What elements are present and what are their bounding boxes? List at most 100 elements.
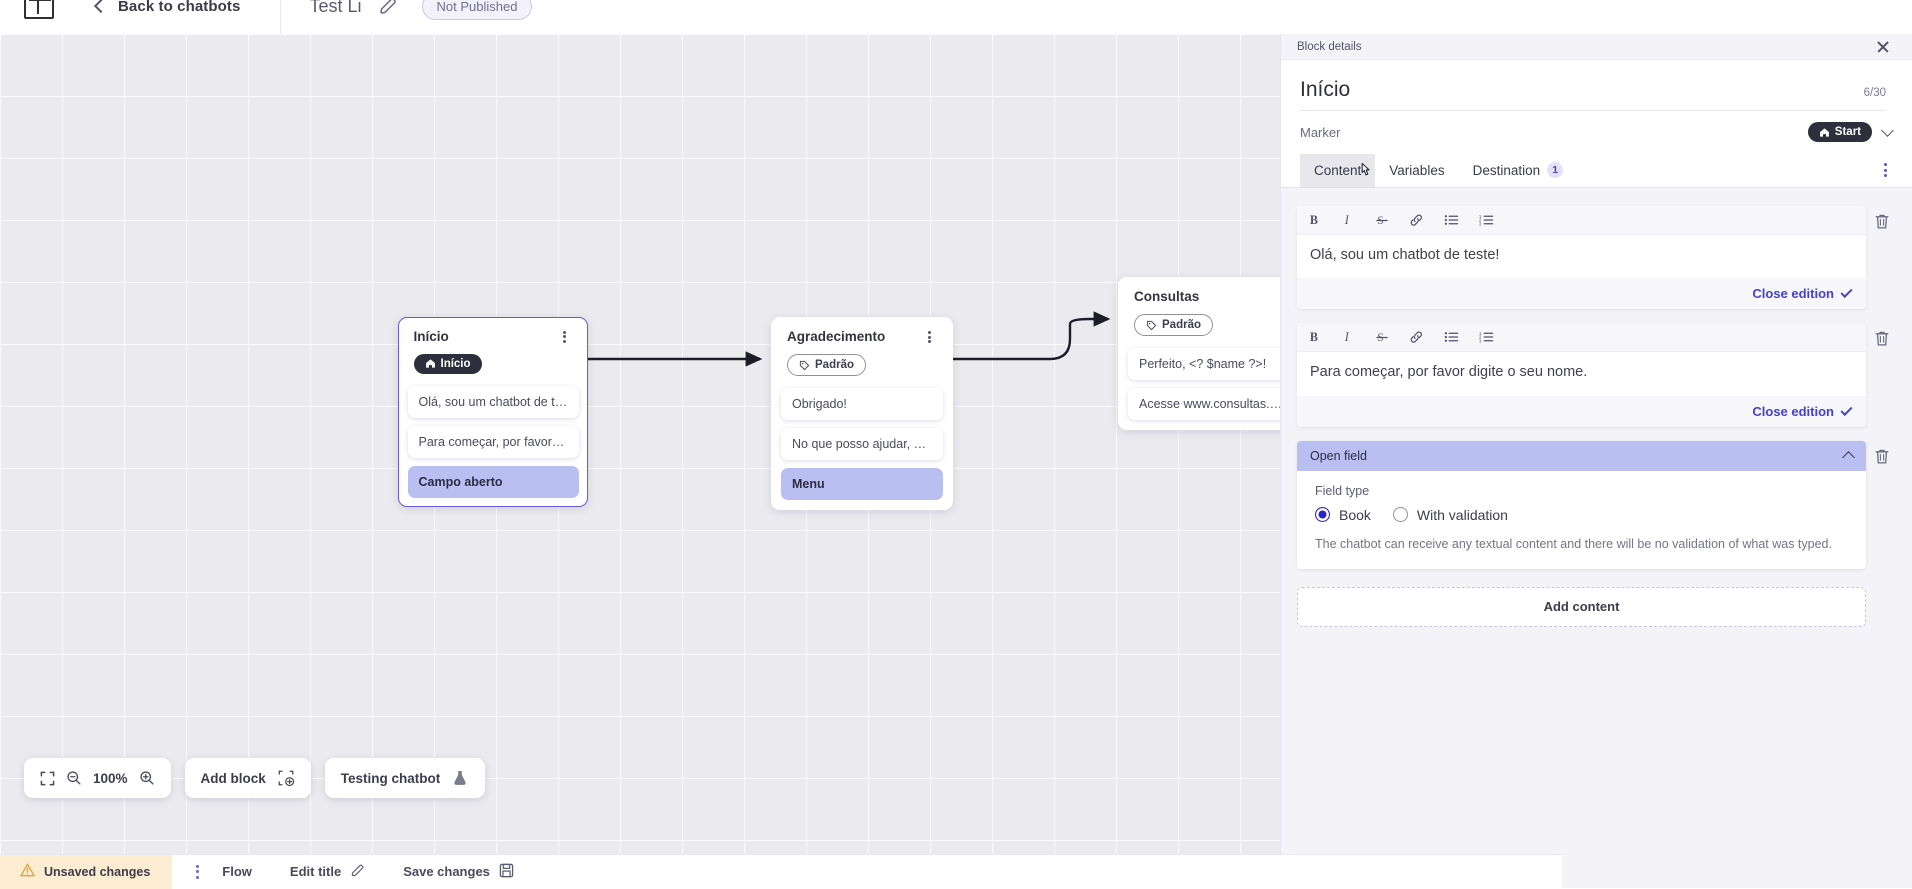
close-edition-button[interactable]: Close edition — [1752, 286, 1834, 301]
zoom-out-icon[interactable] — [66, 770, 82, 786]
editor-text-value[interactable]: Olá, sou um chatbot de teste! — [1297, 235, 1866, 278]
fit-screen-icon[interactable] — [40, 771, 55, 786]
chatbot-title: Test Li — [309, 0, 361, 17]
radio-option-book[interactable]: Book — [1315, 507, 1371, 523]
svg-text:3: 3 — [1479, 339, 1482, 344]
radio-with-validation-label: With validation — [1417, 507, 1508, 523]
node-message[interactable]: Para começar, por favor digite o ... — [408, 426, 579, 458]
edit-title-button[interactable]: Edit title — [290, 863, 365, 881]
block-char-count: 6/30 — [1864, 87, 1886, 99]
radio-book-input[interactable] — [1315, 507, 1330, 522]
edit-title-label: Edit title — [290, 864, 341, 879]
node-message[interactable]: Acesse www.consultas.com par... — [1128, 388, 1298, 420]
zoom-in-icon[interactable] — [139, 770, 155, 786]
strikethrough-icon[interactable]: S — [1375, 330, 1389, 344]
open-field-card: Open field Field type Book Wi — [1297, 441, 1866, 569]
tag-icon — [1146, 320, 1157, 331]
delete-content-button[interactable] — [1874, 323, 1896, 347]
node-message[interactable]: Olá, sou um chatbot de teste! — [408, 386, 579, 418]
canvas-toolbar: 100% Add block Testing chatbot — [24, 758, 485, 798]
tab-variables[interactable]: Variables — [1375, 154, 1458, 187]
link-icon[interactable] — [1409, 213, 1424, 227]
testing-chatbot-button[interactable]: Testing chatbot — [325, 758, 486, 798]
block-title-row: Início 6/30 — [1281, 60, 1912, 110]
tab-content[interactable]: Content — [1300, 154, 1375, 187]
add-content-button[interactable]: Add content — [1297, 587, 1866, 627]
publish-status-badge: Not Published — [422, 0, 533, 20]
check-icon — [1840, 286, 1852, 298]
back-chevron-icon[interactable] — [94, 0, 108, 13]
panel-overflow-menu-icon[interactable] — [1878, 163, 1892, 177]
node-kebab-menu-icon[interactable] — [557, 329, 573, 345]
check-icon — [1840, 404, 1852, 416]
save-changes-button[interactable]: Save changes — [403, 863, 514, 881]
radio-option-with-validation[interactable]: With validation — [1393, 507, 1508, 523]
add-block-label: Add block — [201, 771, 266, 786]
zoom-controls[interactable]: 100% — [24, 758, 171, 798]
strikethrough-icon[interactable]: S — [1375, 213, 1389, 227]
open-field-item: Open field Field type Book Wi — [1297, 441, 1896, 569]
radio-book-label: Book — [1339, 507, 1371, 523]
radio-with-validation-input[interactable] — [1393, 507, 1408, 522]
block-title: Início — [1300, 78, 1350, 102]
node-tag-label: Padrão — [1162, 319, 1201, 331]
status-kebab-menu-icon[interactable] — [190, 865, 204, 879]
node-message-selected[interactable]: Menu — [781, 468, 943, 500]
node-message[interactable]: Obrigado! — [781, 388, 943, 420]
node-tag-label: Padrão — [815, 359, 854, 371]
link-icon[interactable] — [1409, 330, 1424, 344]
node-header: Início — [408, 329, 579, 345]
add-block-icon — [277, 769, 295, 787]
bold-icon[interactable]: B — [1309, 213, 1322, 227]
zoom-level: 100% — [93, 771, 128, 786]
tab-destination[interactable]: Destination 1 — [1459, 153, 1578, 187]
node-message-selected[interactable]: Campo aberto — [408, 466, 579, 498]
italic-icon[interactable]: I — [1342, 213, 1355, 227]
add-block-button[interactable]: Add block — [185, 758, 311, 798]
top-bar: Back to chatbots Test Li Not Published — [0, 0, 1912, 34]
node-message[interactable]: Perfeito, <? $name ?>! — [1128, 348, 1298, 380]
delete-open-field-button[interactable] — [1874, 441, 1896, 465]
svg-text:S: S — [1377, 215, 1383, 227]
node-title: Agradecimento — [787, 329, 885, 344]
bulleted-list-icon[interactable] — [1444, 330, 1459, 344]
editor-text-value[interactable]: Para começar, por favor digite o seu nom… — [1297, 352, 1866, 395]
content-tabs: Content Variables Destination 1 — [1281, 153, 1912, 188]
flow-node-agradecimento[interactable]: Agradecimento Padrão Obrigado! No que po… — [771, 317, 953, 510]
open-field-body: Field type Book With validation The — [1297, 471, 1866, 569]
node-kebab-menu-icon[interactable] — [921, 329, 937, 345]
bulleted-list-icon[interactable] — [1444, 213, 1459, 227]
back-to-chatbots-link[interactable]: Back to chatbots — [118, 0, 240, 15]
svg-text:S: S — [1377, 332, 1383, 344]
block-details-label: Block details — [1297, 41, 1362, 53]
delete-content-button[interactable] — [1874, 206, 1896, 230]
flow-button[interactable]: Flow — [222, 864, 252, 879]
marker-label: Marker — [1300, 125, 1340, 140]
marker-value-chip[interactable]: Start — [1808, 122, 1872, 142]
svg-text:B: B — [1310, 213, 1318, 227]
flow-node-inicio[interactable]: Início Início Olá, sou um chatbot de tes… — [398, 317, 588, 507]
svg-text:I: I — [1344, 330, 1350, 344]
node-title: Início — [414, 329, 449, 344]
close-icon[interactable] — [1876, 40, 1890, 54]
save-changes-label: Save changes — [403, 864, 490, 879]
testing-chatbot-label: Testing chatbot — [341, 771, 441, 786]
node-message[interactable]: No que posso ajudar, <? $name ... — [781, 428, 943, 460]
italic-icon[interactable]: I — [1342, 330, 1355, 344]
app-logo-icon[interactable] — [24, 0, 54, 19]
chevron-down-icon[interactable] — [1881, 124, 1894, 137]
open-field-header[interactable]: Open field — [1297, 441, 1866, 471]
chevron-up-icon[interactable] — [1842, 451, 1855, 464]
panel-body: Início 6/30 Marker Start Content Variabl… — [1281, 60, 1912, 888]
tab-destination-label: Destination — [1473, 163, 1541, 178]
close-edition-button[interactable]: Close edition — [1752, 404, 1834, 419]
pencil-icon[interactable] — [378, 0, 398, 16]
bold-icon[interactable]: B — [1309, 330, 1322, 344]
node-tag-padrao: Padrão — [1134, 314, 1213, 336]
